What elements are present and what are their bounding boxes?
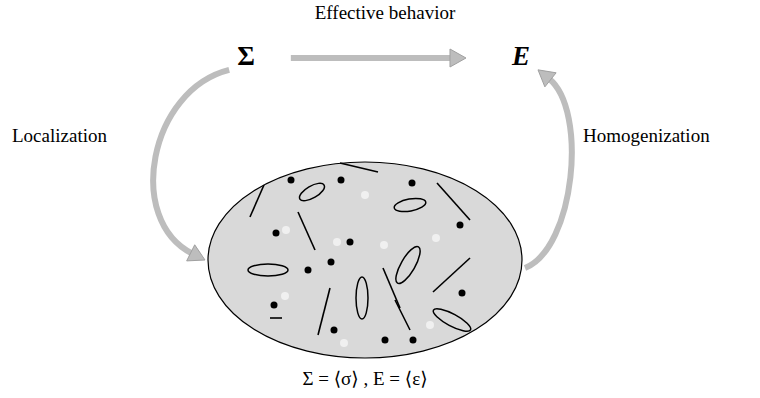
particle bbox=[382, 337, 389, 344]
edge-label: Localization bbox=[12, 125, 107, 148]
particle bbox=[380, 241, 388, 249]
arrow-head bbox=[538, 70, 556, 87]
particle bbox=[409, 180, 416, 187]
edge-label: Effective behavior bbox=[315, 2, 456, 25]
particle bbox=[333, 238, 341, 246]
inclusion bbox=[248, 264, 288, 276]
crack bbox=[298, 212, 315, 250]
arrow-shaft bbox=[291, 55, 452, 61]
rve-node: Σ = ⟨σ⟩ , E = ⟨ε⟩ bbox=[206, 160, 524, 392]
microstructure-illustration bbox=[206, 160, 524, 360]
particle bbox=[273, 230, 280, 237]
crack bbox=[270, 317, 282, 319]
elliptic-inclusions bbox=[248, 180, 473, 335]
particle bbox=[282, 226, 290, 234]
particle bbox=[459, 290, 466, 297]
crack bbox=[340, 163, 378, 172]
arrow-head bbox=[450, 49, 466, 67]
light-particles bbox=[281, 191, 440, 347]
crack bbox=[250, 185, 264, 217]
crack bbox=[395, 300, 410, 330]
arrow-head bbox=[187, 245, 205, 261]
particle bbox=[288, 177, 295, 184]
particle bbox=[305, 267, 312, 274]
particle bbox=[340, 339, 348, 347]
inclusion bbox=[391, 243, 424, 286]
particle bbox=[281, 292, 289, 300]
crack bbox=[437, 183, 470, 220]
crack bbox=[318, 288, 330, 335]
particle bbox=[432, 234, 440, 242]
particle bbox=[338, 177, 345, 184]
inclusion bbox=[297, 180, 327, 204]
particle bbox=[457, 222, 464, 229]
crack bbox=[433, 258, 470, 292]
particle bbox=[410, 337, 417, 344]
particle bbox=[361, 191, 369, 199]
particle bbox=[328, 259, 335, 266]
particle bbox=[347, 239, 354, 246]
symbol-node: Σ bbox=[237, 42, 255, 72]
process-arrow bbox=[291, 49, 466, 67]
average-formula: Σ = ⟨σ⟩ , E = ⟨ε⟩ bbox=[302, 368, 427, 391]
inclusion bbox=[393, 196, 427, 213]
edge-label: Homogenization bbox=[583, 125, 710, 148]
rve-ellipse bbox=[208, 162, 522, 358]
tensor-symbol: Σ bbox=[237, 42, 255, 72]
particle bbox=[271, 302, 278, 309]
process-arrow bbox=[525, 70, 572, 268]
symbol-node: E bbox=[512, 42, 530, 72]
black-particles bbox=[271, 177, 466, 344]
arrow-shaft bbox=[525, 79, 572, 268]
tensor-symbol: E bbox=[512, 42, 530, 72]
inclusion bbox=[356, 277, 368, 319]
inclusion bbox=[431, 305, 474, 335]
particle bbox=[331, 327, 338, 334]
particle bbox=[426, 321, 434, 329]
